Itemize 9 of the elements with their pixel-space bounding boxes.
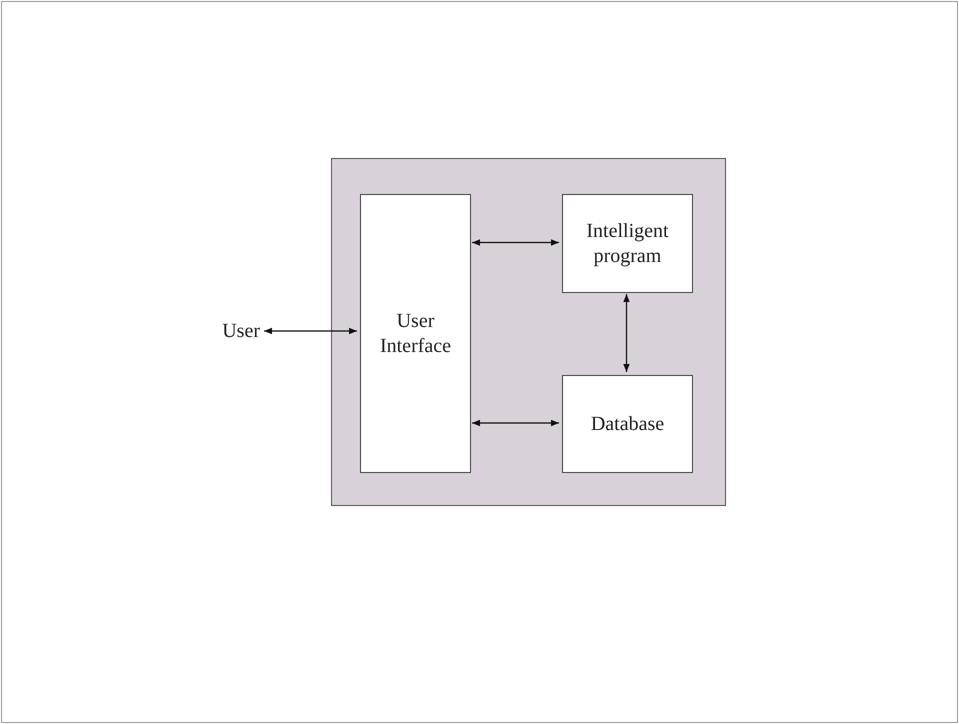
double-arrow [623,294,630,372]
process-box: User Interface [360,194,471,473]
process-box: Intelligent program [562,194,693,293]
double-arrow [472,420,559,426]
double-arrow [472,239,559,246]
process-box: Database [562,375,693,473]
double-arrow [264,328,357,334]
actor-label: User [222,318,260,344]
panel-box [331,158,726,506]
